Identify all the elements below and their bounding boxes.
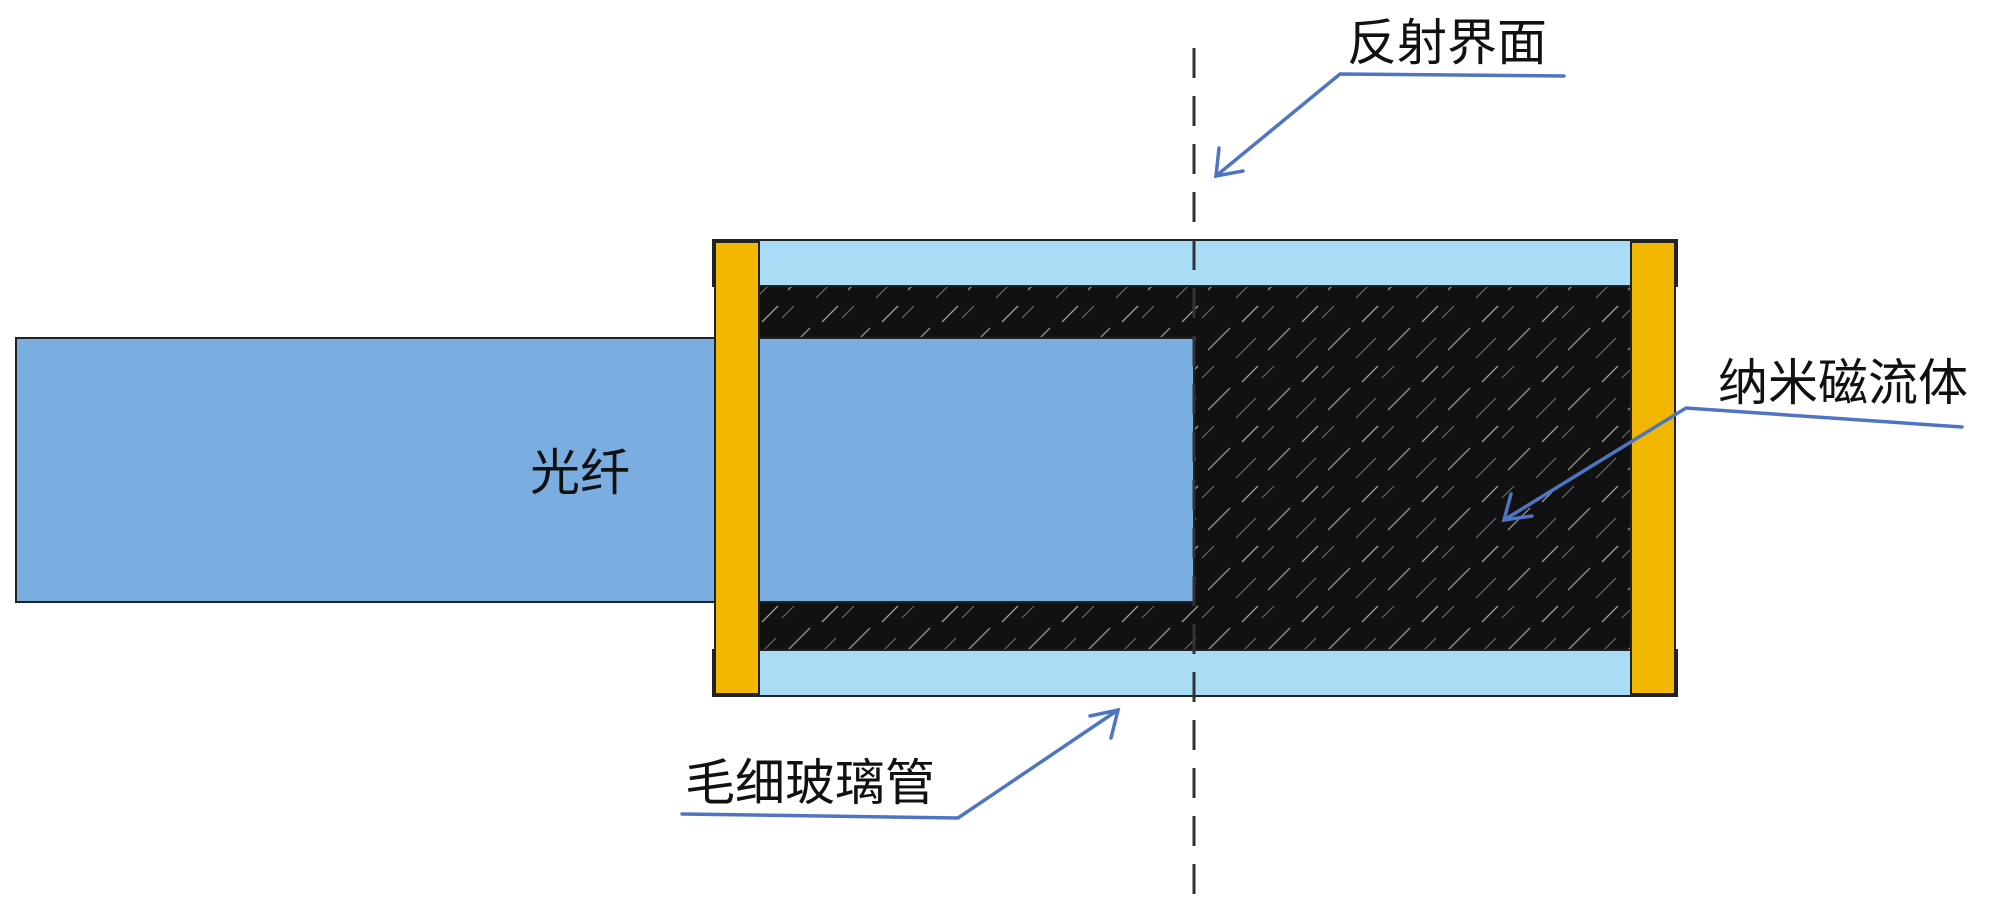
optical-fiber-outer [15, 337, 718, 603]
reflection-interface-pointer [1214, 72, 1566, 179]
optical-fiber-inner [756, 337, 1195, 603]
reflection-interface-label: 反射界面 [1347, 14, 1547, 72]
capillary-glass-tube-label: 毛细玻璃管 [685, 754, 935, 812]
left-seal [714, 241, 760, 695]
right-seal [1630, 241, 1676, 695]
optical-fiber-label: 光纤 [530, 444, 630, 502]
capillary-glass-tube-pointer [680, 707, 1121, 820]
nano-magnetic-fluid-label: 纳米磁流体 [1718, 354, 1968, 412]
nano-magnetic-fluid-pointer [1501, 406, 1964, 523]
